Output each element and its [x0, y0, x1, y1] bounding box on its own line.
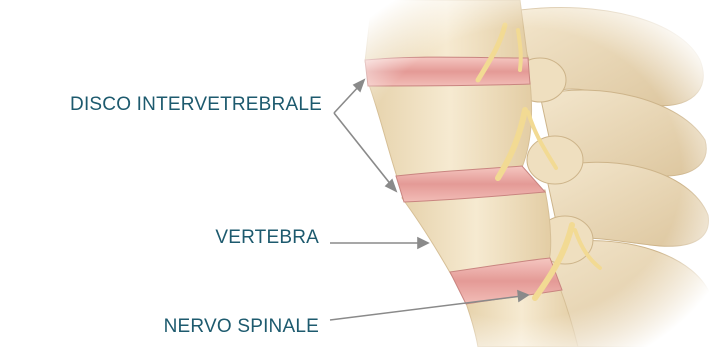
label-spinal-nerve: NERVO SPINALE	[164, 316, 319, 338]
label-intervertebral-disc: DISCO INTERVETREBRALE	[70, 94, 322, 116]
label-vertebra: VERTEBRA	[215, 227, 319, 249]
